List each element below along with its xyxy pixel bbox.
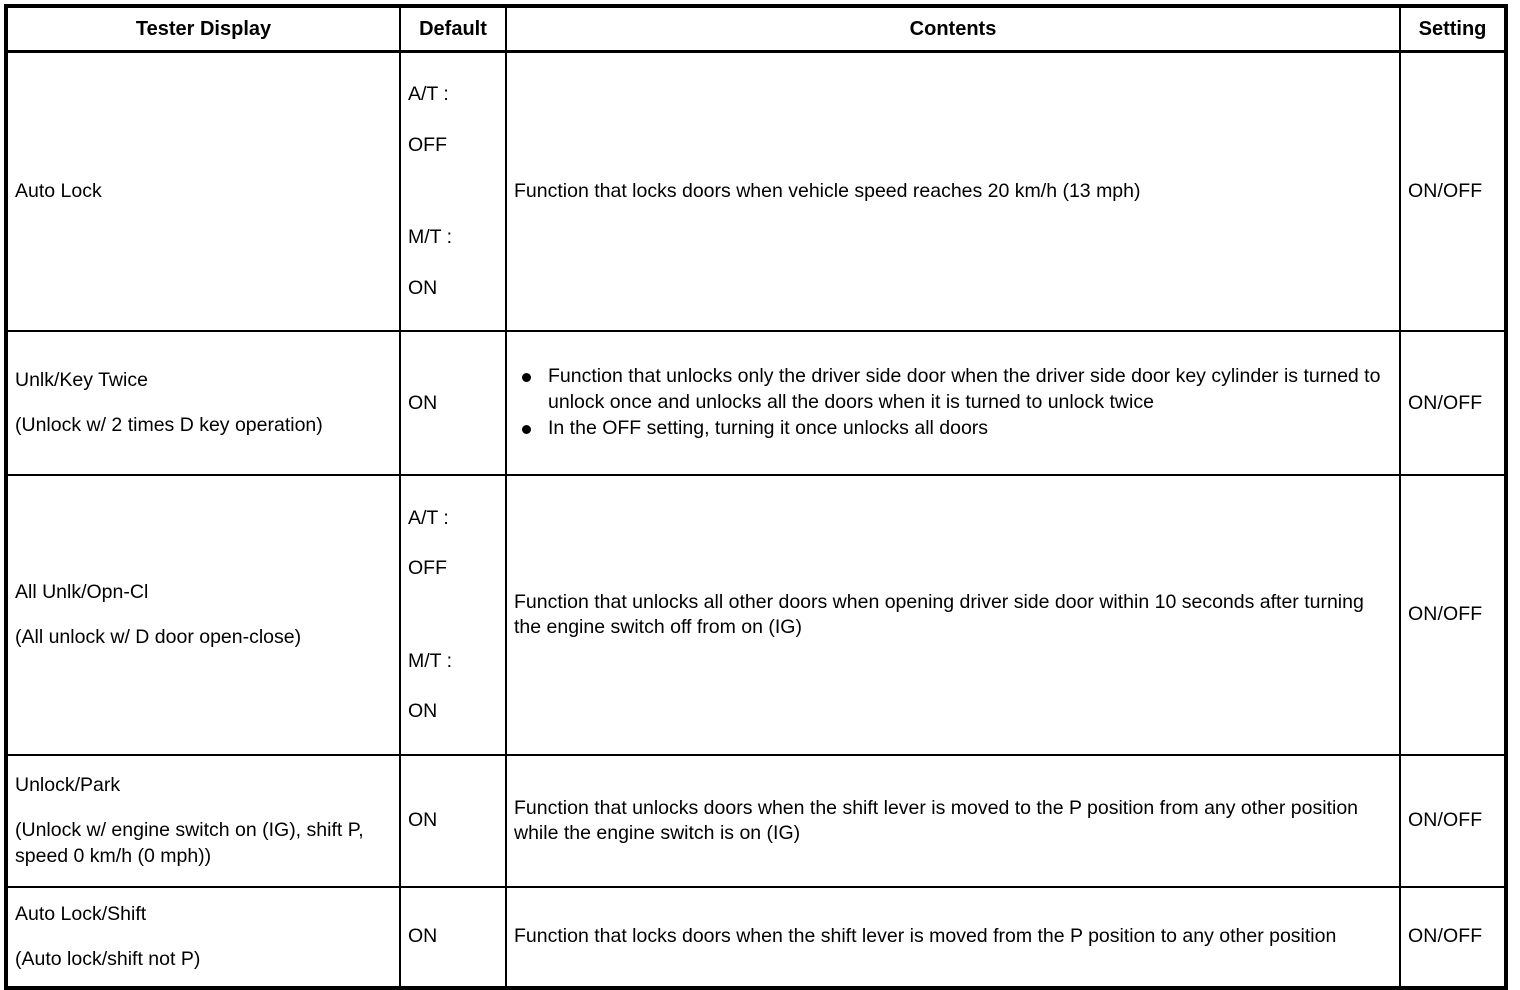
bullet-text: In the OFF setting, turning it once unlo…	[548, 417, 989, 440]
tester-display-description: (Unlock w/ 2 times D key operation)	[15, 414, 323, 437]
default-line-2: OFF	[408, 557, 447, 580]
tester-display-name: Auto Lock/Shift	[15, 902, 147, 925]
tester-display-name: Unlock/Park	[15, 773, 121, 796]
cell-setting: ON/OFF	[1399, 474, 1507, 756]
table-header: Tester Display Default Contents Setting	[5, 5, 1507, 53]
list-item: Function that unlocks only the driver si…	[514, 364, 1392, 415]
cell-default: A/T : OFF M/T : ON	[399, 50, 507, 333]
table-header-row: Tester Display Default Contents Setting	[5, 5, 1507, 53]
cell-tester-display: Auto Lock	[5, 50, 401, 333]
contents-text: Function that locks doors when the shift…	[514, 925, 1337, 948]
tester-display-name: Unlk/Key Twice	[15, 369, 148, 392]
cell-tester-display: Unlock/Park (Unlock w/ engine switch on …	[5, 753, 401, 888]
default-line-1: A/T :	[408, 506, 449, 529]
default-line-2: OFF	[408, 134, 447, 157]
bullet-text: Function that unlocks only the driver si…	[548, 365, 1381, 413]
default-line-3: M/T :	[408, 226, 453, 249]
cell-default: A/T : OFF M/T : ON	[399, 474, 507, 756]
tester-display-name: Auto Lock	[15, 180, 102, 203]
cell-setting: ON/OFF	[1399, 885, 1507, 989]
bullet-dot-icon	[522, 373, 531, 383]
document-page: Tester Display Default Contents Setting …	[4, 4, 1508, 990]
customize-function-table: Tester Display Default Contents Setting …	[4, 4, 1508, 990]
cell-contents: Function that unlocks only the driver si…	[505, 330, 1401, 477]
bullet-dot-icon	[522, 425, 531, 435]
tester-display-description: (Auto lock/shift not P)	[15, 947, 201, 970]
table-body: Auto Lock A/T : OFF M/T : ON Function th…	[5, 50, 1507, 989]
default-line-4: ON	[408, 700, 438, 723]
contents-text: Function that locks doors when vehicle s…	[514, 180, 1141, 203]
table-row: Auto Lock A/T : OFF M/T : ON Function th…	[5, 50, 1507, 333]
default-spacer	[408, 184, 498, 200]
cell-contents: Function that unlocks all other doors wh…	[505, 474, 1401, 756]
cell-tester-display: Auto Lock/Shift (Auto lock/shift not P)	[5, 885, 401, 989]
column-header-contents: Contents	[505, 5, 1401, 53]
cell-default: ON	[399, 885, 507, 989]
default-line-1: ON	[408, 391, 438, 414]
table-row: Auto Lock/Shift (Auto lock/shift not P) …	[5, 885, 1507, 989]
cell-default: ON	[399, 753, 507, 888]
tester-display-name: All Unlk/Opn-Cl	[15, 580, 149, 603]
table-row: Unlock/Park (Unlock w/ engine switch on …	[5, 753, 1507, 888]
default-line-3: M/T :	[408, 649, 453, 672]
cell-tester-display: Unlk/Key Twice (Unlock w/ 2 times D key …	[5, 330, 401, 477]
default-line-4: ON	[408, 276, 438, 299]
table-row: Unlk/Key Twice (Unlock w/ 2 times D key …	[5, 330, 1507, 477]
cell-contents: Function that locks doors when the shift…	[505, 885, 1401, 989]
cell-tester-display: All Unlk/Opn-Cl (All unlock w/ D door op…	[5, 474, 401, 756]
list-item: In the OFF setting, turning it once unlo…	[514, 416, 1392, 441]
cell-contents: Function that locks doors when vehicle s…	[505, 50, 1401, 333]
default-spacer	[408, 607, 498, 623]
contents-bullet-list: Function that unlocks only the driver si…	[514, 364, 1392, 441]
cell-setting: ON/OFF	[1399, 330, 1507, 477]
tester-display-description: (Unlock w/ engine switch on (IG), shift …	[15, 819, 364, 867]
cell-contents: Function that unlocks doors when the shi…	[505, 753, 1401, 888]
tester-display-description: (All unlock w/ D door open-close)	[15, 626, 302, 649]
cell-default: ON	[399, 330, 507, 477]
contents-text: Function that unlocks doors when the shi…	[514, 796, 1359, 844]
table-row: All Unlk/Opn-Cl (All unlock w/ D door op…	[5, 474, 1507, 756]
default-line-1: A/T :	[408, 83, 449, 106]
contents-text: Function that unlocks all other doors wh…	[514, 590, 1364, 639]
cell-setting: ON/OFF	[1399, 50, 1507, 333]
default-line-1: ON	[408, 809, 438, 832]
cell-setting: ON/OFF	[1399, 753, 1507, 888]
column-header-setting: Setting	[1399, 5, 1507, 53]
column-header-default: Default	[399, 5, 507, 53]
default-line-1: ON	[408, 925, 438, 948]
column-header-tester-display: Tester Display	[5, 5, 401, 53]
